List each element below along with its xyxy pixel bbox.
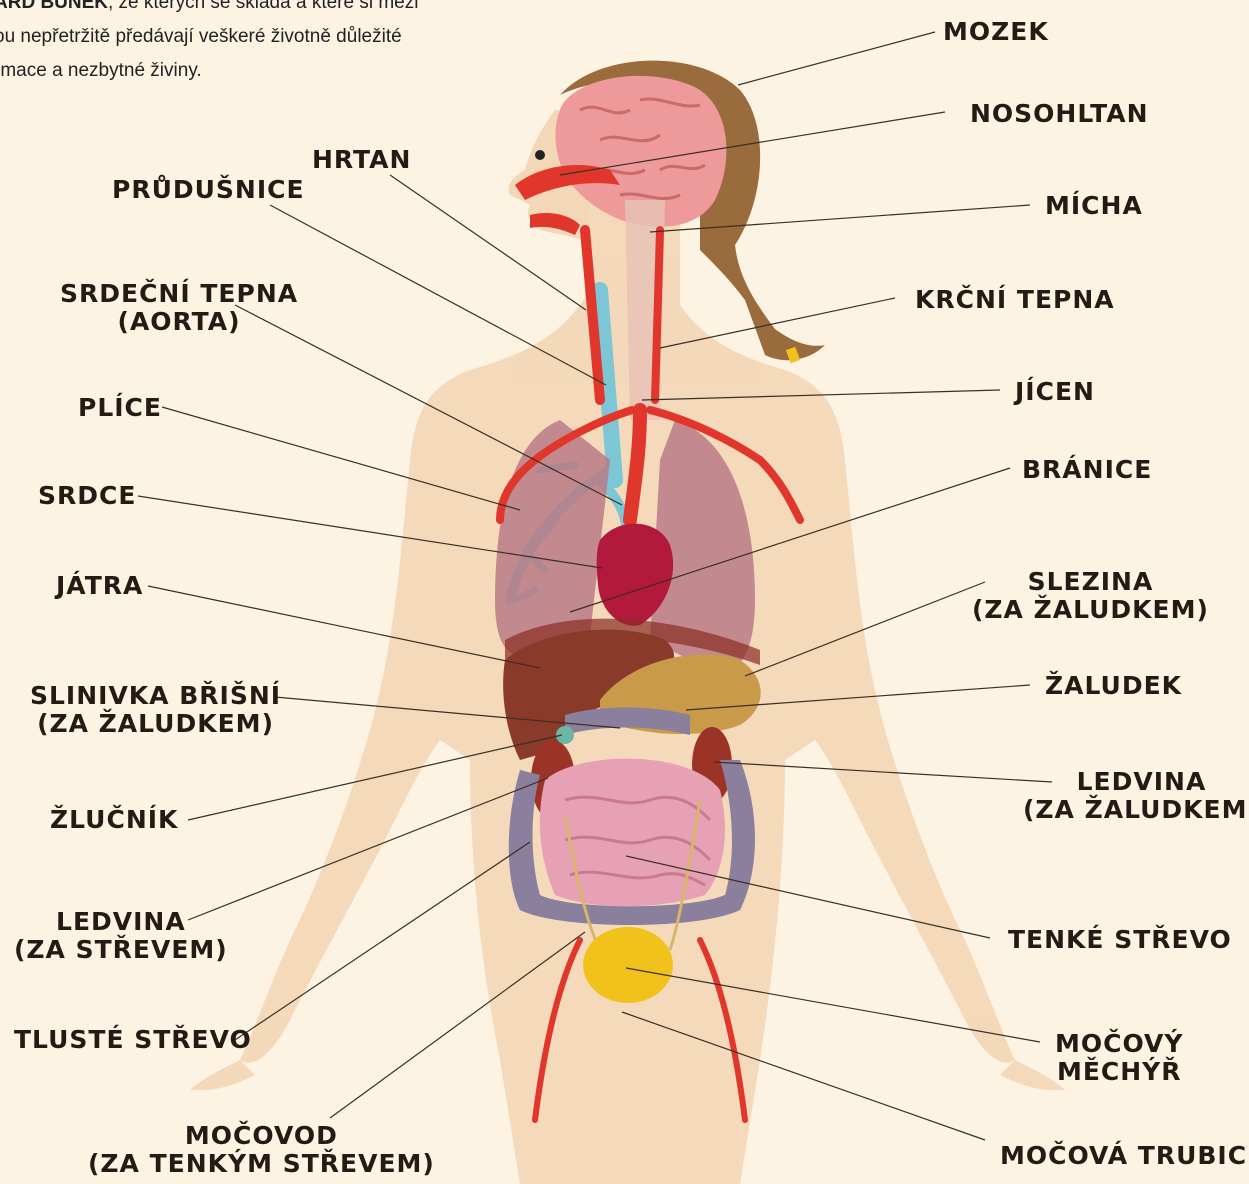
intro-line3: rmace a nezbytné živiny. [0,60,202,81]
label-mocovy-mechyr: MOČOVÝMĚCHÝŘ [1055,1030,1184,1086]
label-branice: BRÁNICE [1022,456,1152,484]
label-mocova-trubice: MOČOVÁ TRUBICE [1000,1142,1249,1170]
label-hrtan: HRTAN [312,146,411,174]
intro-text: ARD BUNĚK, ze kterých se skládá a které … [0,0,594,88]
label-ledvina-left: LEDVINA(ZA STŘEVEM) [14,908,228,964]
bladder [583,927,673,1003]
label-nosohltan: NOSOHLTAN [970,100,1149,128]
label-mozek: MOZEK [943,18,1049,46]
label-prudusnice: PRŮDUŠNICE [112,176,305,204]
label-plice: PLÍCE [78,394,162,422]
label-jatra: JÁTRA [56,572,143,600]
label-tluste-strevo: TLUSTÉ STŘEVO [14,1026,252,1054]
label-tenke-strevo: TENKÉ STŘEVO [1008,926,1232,954]
label-srdecni-tepna: SRDEČNÍ TEPNA(AORTA) [60,280,298,336]
label-mocovod: MOČOVOD(ZA TENKÝM STŘEVEM) [88,1122,435,1178]
label-krcni-tepna: KRČNÍ TEPNA [915,286,1115,314]
label-ledvina-right: LEDVINA(ZA ŽALUDKEM) [1023,768,1249,824]
label-slezina: SLEZINA(ZA ŽALUDKEM) [972,568,1209,624]
intro-strong: ARD BUNĚK [0,0,108,13]
label-slinivka: SLINIVKA BŘIŠNÍ(ZA ŽALUDKEM) [30,682,281,738]
label-zlucnik: ŽLUČNÍK [50,806,178,834]
gallbladder [556,726,574,744]
label-zaludek: ŽALUDEK [1045,672,1182,700]
intro-line2: ou nepřetržitě předávají veškeré životně… [0,26,402,47]
intro-line1: , ze kterých se skládá a které si mezi [108,0,418,13]
label-micha: MÍCHA [1045,192,1143,220]
label-srdce: SRDCE [38,482,136,510]
label-jicen: JÍCEN [1015,378,1095,406]
